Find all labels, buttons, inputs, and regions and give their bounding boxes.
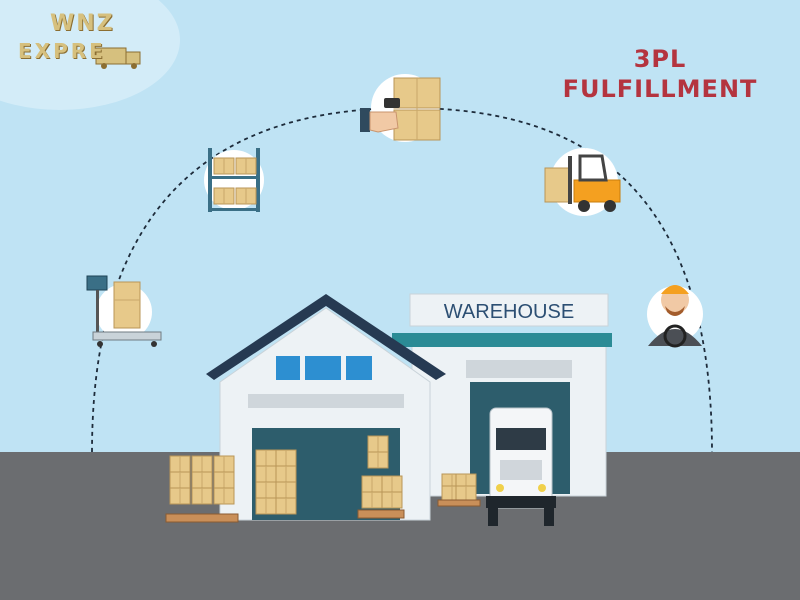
truck-icon xyxy=(486,407,556,526)
barcode-scanner-icon xyxy=(360,74,441,142)
driver-icon xyxy=(647,285,703,348)
brand-logo: WNZ EXPRE xyxy=(14,12,154,72)
forklift-icon xyxy=(544,148,621,216)
box-stack-right xyxy=(357,435,405,519)
box-stack-door xyxy=(255,449,297,515)
warehouse-sign: WAREHOUSE xyxy=(444,301,574,323)
logo-line-1: WNZ xyxy=(50,11,115,36)
box-pallet-small xyxy=(437,473,481,507)
logo-truck-icon xyxy=(95,47,141,69)
warehouse-sign-board xyxy=(409,293,609,327)
shelving-icon xyxy=(204,148,264,212)
title-line-1: 3PL xyxy=(633,45,687,73)
page-title: 3PL FULFILLMENT xyxy=(540,44,780,104)
title-line-2: FULFILLMENT xyxy=(562,75,758,103)
logo-line-2: EXPRE xyxy=(18,39,106,63)
scale-icon xyxy=(86,275,162,347)
box-pallet-left xyxy=(165,455,239,523)
